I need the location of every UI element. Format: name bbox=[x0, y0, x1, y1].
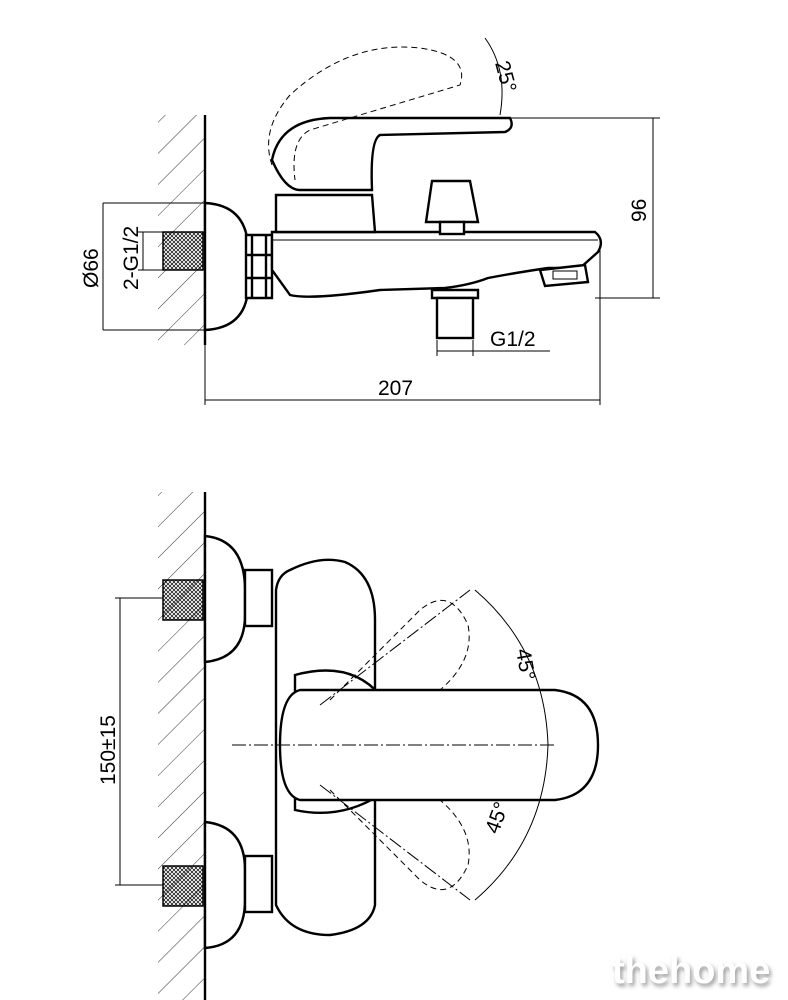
aerator bbox=[538, 263, 590, 288]
side-view: Ø66 2-G1/2 96 G1/2 207 25° bbox=[80, 37, 660, 405]
escutcheon-bottom bbox=[203, 820, 247, 950]
outlet-connector bbox=[430, 288, 480, 300]
diverter-knob bbox=[424, 179, 480, 224]
lever-raised-position bbox=[268, 46, 462, 181]
front-view: 45° 45° 150±15 bbox=[97, 492, 600, 1000]
lever-position-left bbox=[329, 600, 470, 701]
dim-lever-angle-bottom: 45° bbox=[481, 799, 513, 837]
dim-lever-angle: 25° bbox=[490, 58, 520, 95]
inlet-eccentric-top bbox=[162, 579, 204, 621]
watermark-logo: thehome bbox=[612, 950, 771, 992]
dim-height: 96 bbox=[628, 199, 651, 222]
dim-escutcheon-diameter: Ø66 bbox=[80, 248, 103, 288]
dim-center-distance: 150±15 bbox=[97, 715, 120, 785]
lever-position-right bbox=[329, 789, 470, 890]
dim-inlet-thread: 2-G1/2 bbox=[120, 226, 143, 290]
escutcheon bbox=[203, 201, 250, 332]
wall-hatch-front bbox=[158, 492, 205, 1000]
dim-length: 207 bbox=[378, 377, 413, 400]
dim-outlet-thread: G1/2 bbox=[490, 328, 536, 351]
inlet-eccentric-bottom bbox=[162, 865, 204, 907]
dim-lever-angle-top: 45° bbox=[511, 647, 539, 682]
wall-hatch bbox=[158, 115, 205, 345]
union-nut bbox=[244, 233, 274, 300]
inlet-eccentric bbox=[162, 231, 204, 271]
lever-handle bbox=[270, 116, 513, 192]
spout-body bbox=[270, 230, 603, 298]
escutcheon-top bbox=[203, 534, 247, 664]
cartridge-body bbox=[274, 193, 377, 234]
